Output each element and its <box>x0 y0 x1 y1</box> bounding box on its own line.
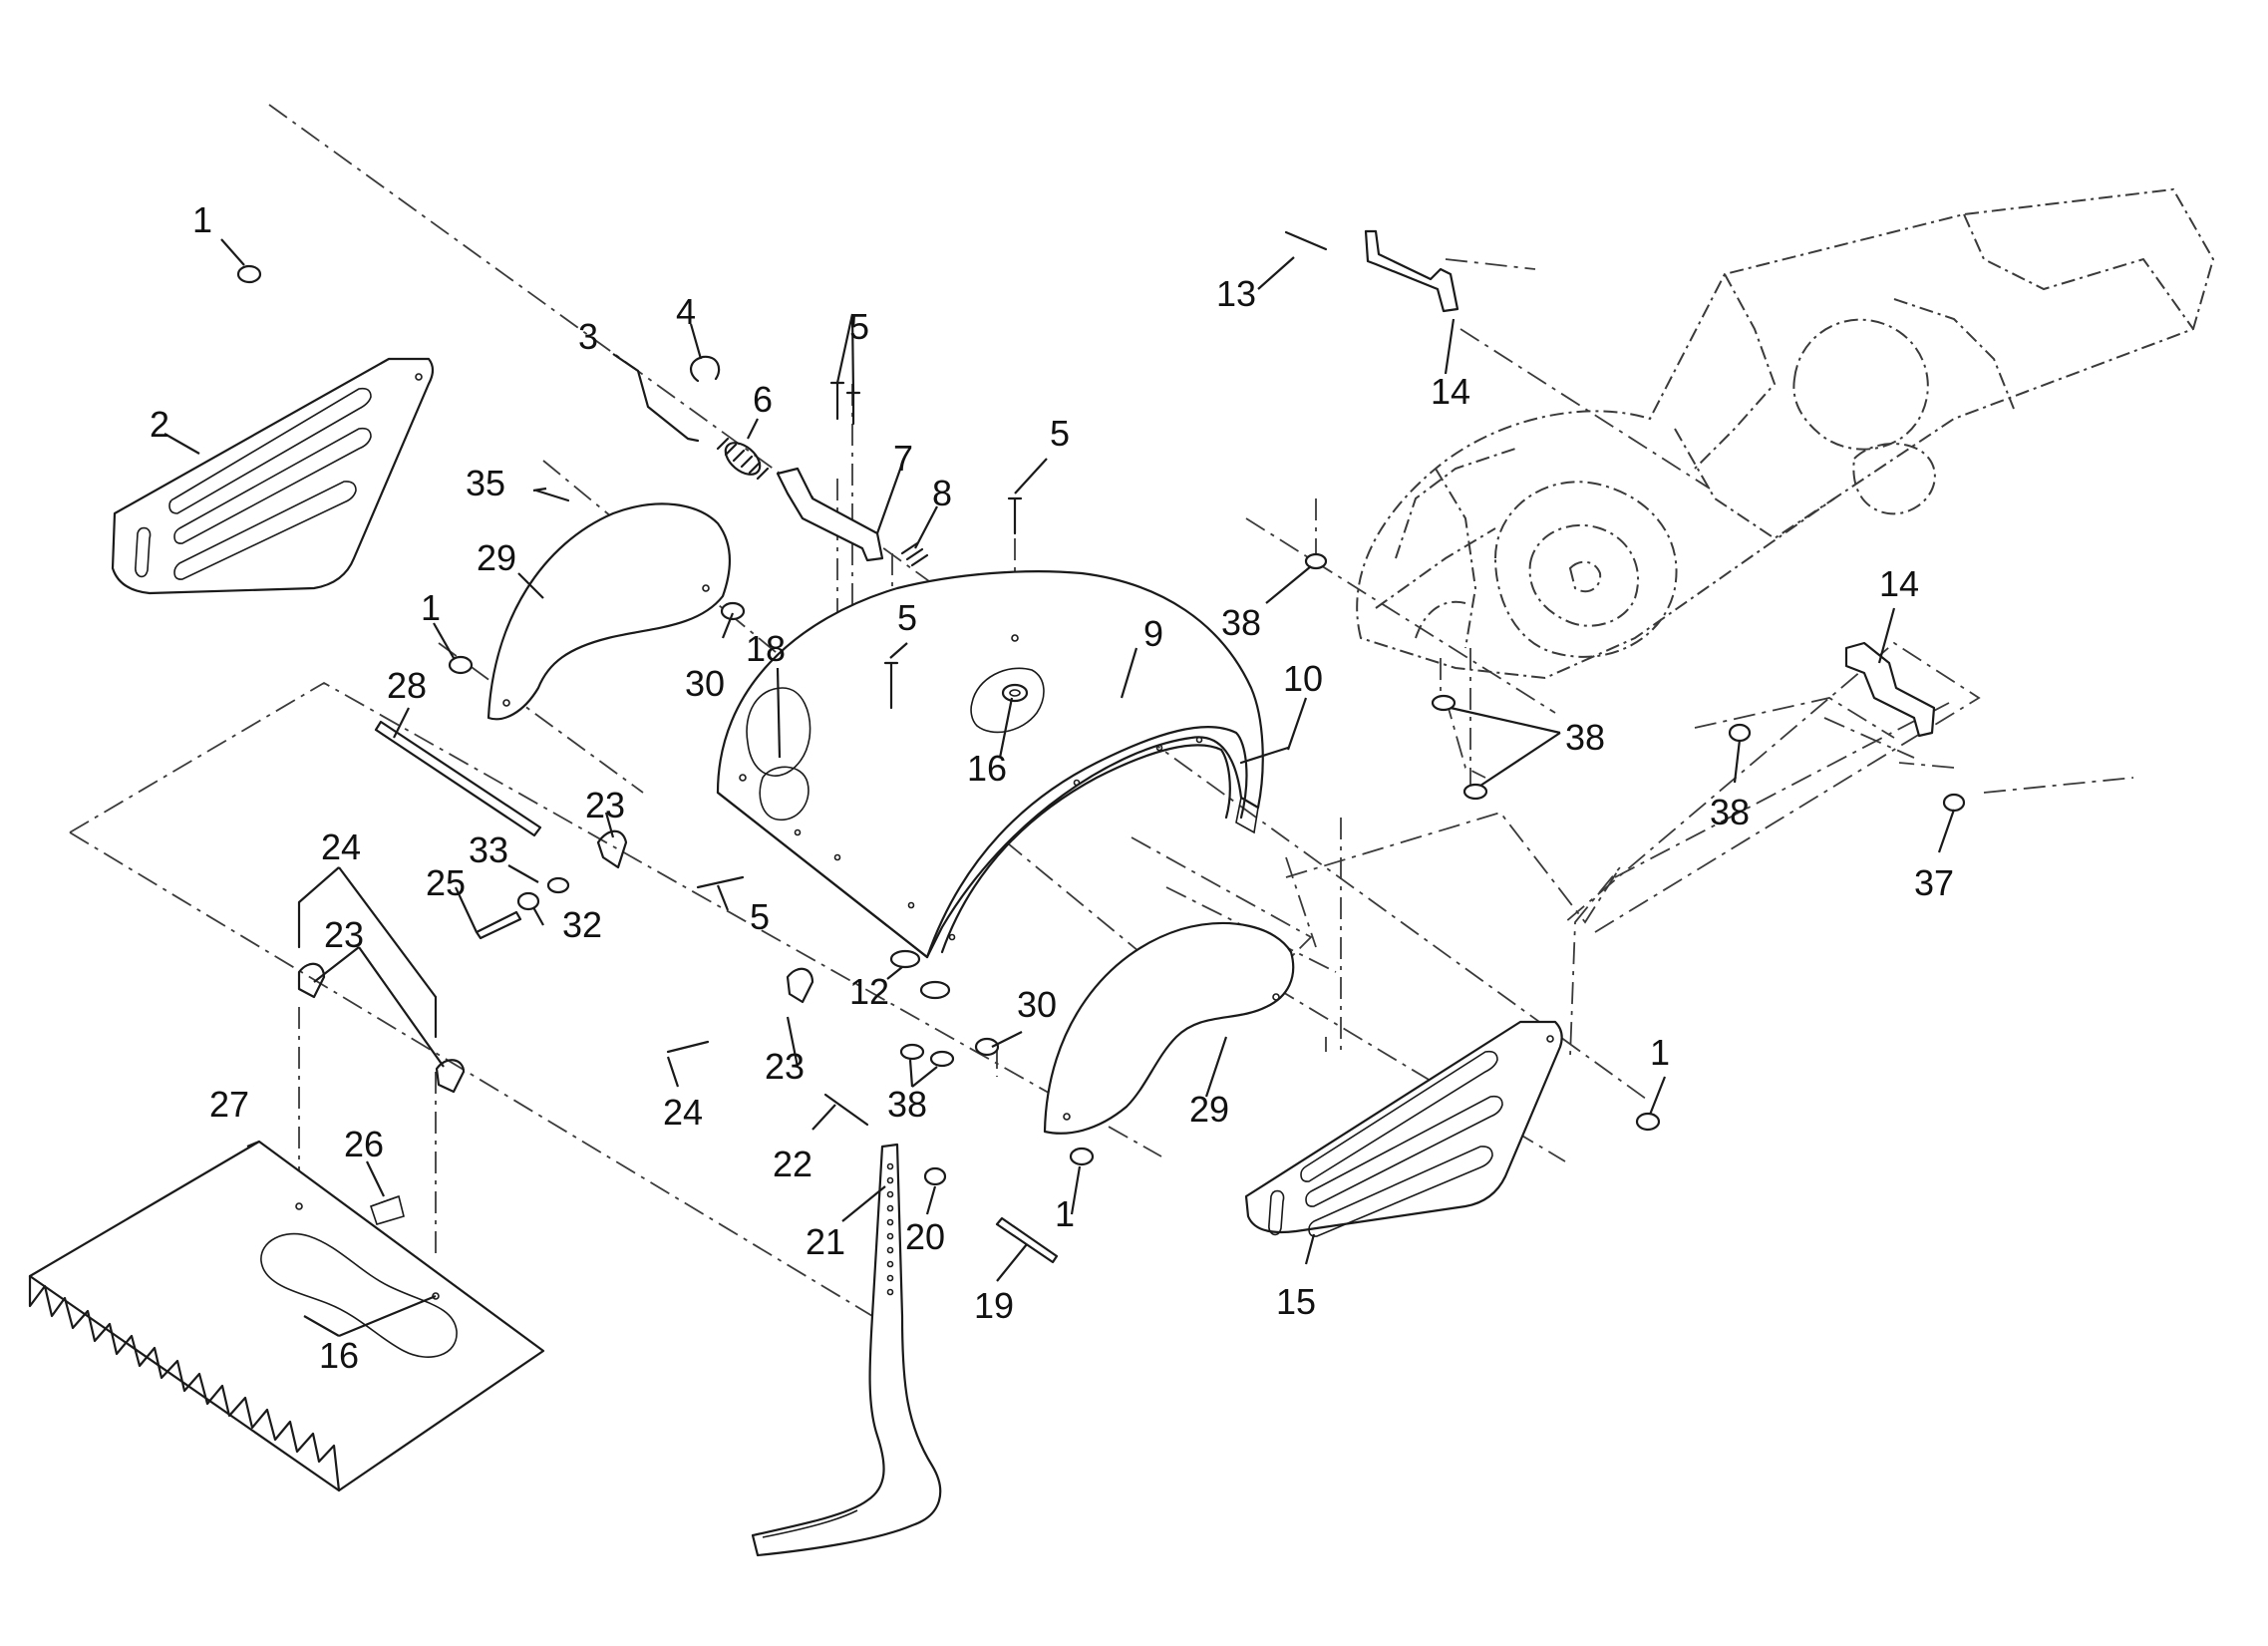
callout-1-lower: 1 <box>1055 1193 1075 1234</box>
callout-19: 19 <box>974 1285 1014 1326</box>
callout-4: 4 <box>676 291 696 332</box>
callout-12: 12 <box>849 971 889 1012</box>
right-shield-flap <box>1043 922 1295 1135</box>
callout-1-mid-left: 1 <box>421 587 441 628</box>
callout-23-left: 23 <box>324 914 364 955</box>
main-tine-shield <box>716 570 1264 959</box>
tiller-frame-phantom <box>1356 187 2215 680</box>
drag-shield-plate <box>28 1140 545 1492</box>
callout-14-upper: 14 <box>1431 371 1470 412</box>
callout-24-lower: 24 <box>663 1092 703 1133</box>
callout-27: 27 <box>209 1084 249 1125</box>
callout-8: 8 <box>932 473 952 513</box>
callout-35: 35 <box>466 463 505 503</box>
callout-22: 22 <box>773 1144 812 1184</box>
callout-14-lower: 14 <box>1879 563 1919 604</box>
left-shield-flap <box>486 502 732 721</box>
callout-5-right: 5 <box>1050 413 1070 454</box>
callout-25: 25 <box>426 862 466 903</box>
callout-28: 28 <box>387 665 427 706</box>
callout-21: 21 <box>806 1221 845 1262</box>
leader-lines <box>163 238 1956 1338</box>
callout-2: 2 <box>150 404 169 445</box>
callout-5-lower: 5 <box>750 896 770 937</box>
callout-labels: 1 2 3 4 5 6 7 8 5 35 29 1 30 18 5 9 28 1… <box>150 199 1954 1376</box>
callout-38-upper: 38 <box>1221 602 1261 643</box>
callout-3: 3 <box>578 316 598 357</box>
depth-stake <box>751 1143 942 1557</box>
callout-10: 10 <box>1283 658 1323 699</box>
callout-38-right: 38 <box>1565 717 1605 758</box>
callout-33: 33 <box>469 829 508 870</box>
callout-6: 6 <box>753 379 773 420</box>
right-side-plate <box>1244 1020 1563 1237</box>
callout-29-right: 29 <box>1189 1089 1229 1130</box>
callout-20: 20 <box>905 1216 945 1257</box>
callout-30-top: 30 <box>685 663 725 704</box>
callout-1: 1 <box>192 199 212 240</box>
rods-and-pins <box>374 229 1936 1264</box>
callout-37: 37 <box>1914 862 1954 903</box>
callout-1-right: 1 <box>1650 1032 1670 1073</box>
callout-15: 15 <box>1276 1281 1316 1322</box>
callout-5: 5 <box>849 306 869 347</box>
callout-23-upper: 23 <box>585 785 625 825</box>
hardware <box>236 230 1966 1207</box>
callout-32: 32 <box>562 904 602 945</box>
callout-9: 9 <box>1143 613 1163 654</box>
callout-26: 26 <box>344 1124 384 1164</box>
callout-7: 7 <box>893 438 913 479</box>
callout-38-far-right: 38 <box>1710 792 1750 832</box>
callout-13: 13 <box>1216 273 1256 314</box>
callout-16-drag: 16 <box>319 1335 359 1376</box>
callout-29-left: 29 <box>477 537 516 578</box>
callout-24-left: 24 <box>321 826 361 867</box>
callout-16-shield: 16 <box>967 748 1007 789</box>
callout-38-lower: 38 <box>887 1084 927 1125</box>
callout-18: 18 <box>746 628 786 669</box>
callout-23-lower: 23 <box>765 1046 805 1087</box>
callout-30-lower: 30 <box>1017 984 1057 1025</box>
callout-5-center: 5 <box>897 597 917 638</box>
left-side-plate <box>111 357 435 595</box>
